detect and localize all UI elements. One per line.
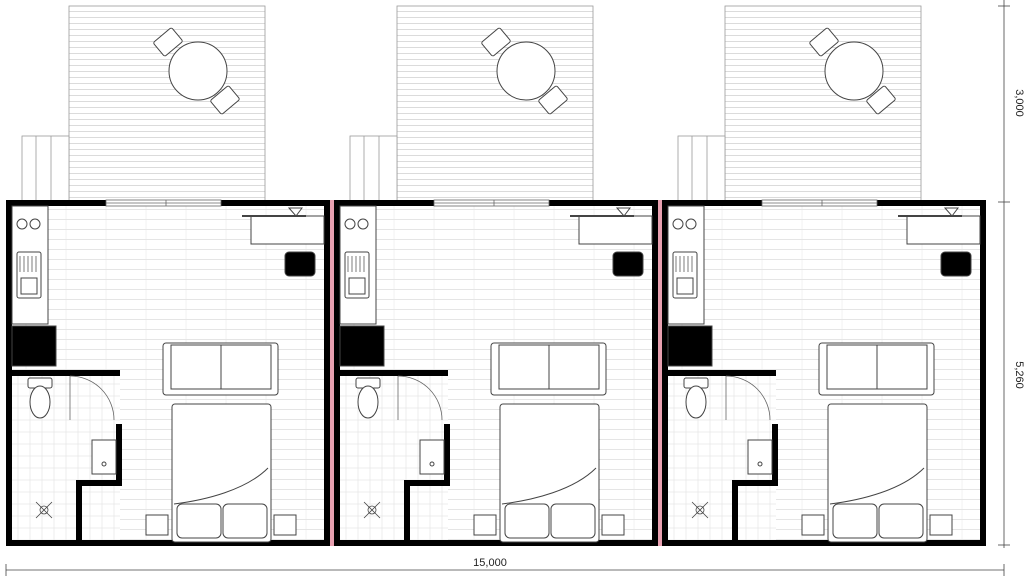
unit-depth-label: 5,260 bbox=[1013, 361, 1024, 389]
party-wall bbox=[658, 200, 662, 546]
chair bbox=[866, 85, 896, 115]
desk bbox=[898, 207, 981, 245]
double-bed bbox=[827, 403, 928, 543]
shower-drain bbox=[691, 501, 709, 519]
dimension-lines bbox=[5, 0, 1010, 576]
desk-chair bbox=[284, 251, 316, 277]
fridge bbox=[339, 325, 385, 367]
overall-width-label: 15,000 bbox=[473, 557, 507, 569]
pillow bbox=[222, 503, 268, 539]
kitchen-bench bbox=[11, 205, 49, 325]
unit-1 bbox=[6, 5, 334, 546]
walls bbox=[6, 200, 330, 546]
chair bbox=[210, 85, 240, 115]
cooktop bbox=[16, 218, 28, 230]
desk-chair bbox=[612, 251, 644, 277]
deck-steps bbox=[677, 135, 726, 203]
bedside-table bbox=[273, 514, 297, 536]
pillow bbox=[176, 503, 222, 539]
fridge bbox=[11, 325, 57, 367]
round-table bbox=[824, 41, 884, 101]
sofa bbox=[818, 342, 935, 396]
bedside-table bbox=[929, 514, 953, 536]
lamp bbox=[615, 207, 631, 217]
cooktop bbox=[672, 218, 684, 230]
duvet-fold bbox=[829, 467, 925, 505]
sofa bbox=[162, 342, 279, 396]
duvet-fold bbox=[501, 467, 597, 505]
pillow bbox=[878, 503, 924, 539]
unit-3 bbox=[662, 5, 986, 546]
kitchen-bench bbox=[667, 205, 705, 325]
lamp bbox=[943, 207, 959, 217]
toilet bbox=[355, 377, 381, 419]
sliding-door bbox=[105, 199, 222, 207]
sofa bbox=[490, 342, 607, 396]
desk bbox=[242, 207, 325, 245]
round-table bbox=[168, 41, 228, 101]
desk-chair bbox=[940, 251, 972, 277]
unit-2 bbox=[334, 5, 662, 546]
walls bbox=[662, 200, 986, 546]
round-table bbox=[496, 41, 556, 101]
toilet bbox=[683, 377, 709, 419]
double-bed bbox=[499, 403, 600, 543]
fridge bbox=[667, 325, 713, 367]
bedside-table bbox=[801, 514, 825, 536]
vanity bbox=[419, 439, 445, 475]
pillow bbox=[550, 503, 596, 539]
bedside-table bbox=[601, 514, 625, 536]
lamp bbox=[287, 207, 303, 217]
vanity bbox=[747, 439, 773, 475]
bathroom-door bbox=[725, 375, 771, 421]
sliding-door bbox=[761, 199, 878, 207]
double-bed bbox=[171, 403, 272, 543]
party-wall bbox=[330, 200, 334, 546]
deck-steps bbox=[21, 135, 70, 203]
vanity bbox=[91, 439, 117, 475]
cooktop bbox=[344, 218, 356, 230]
pillow bbox=[832, 503, 878, 539]
toilet bbox=[27, 377, 53, 419]
chair bbox=[809, 27, 839, 57]
shower-drain bbox=[363, 501, 381, 519]
deck-depth-label: 3,000 bbox=[1013, 89, 1024, 117]
duvet-fold bbox=[173, 467, 269, 505]
walls bbox=[334, 200, 658, 546]
chair bbox=[481, 27, 511, 57]
deck-steps bbox=[349, 135, 398, 203]
chair bbox=[538, 85, 568, 115]
bathroom-door bbox=[69, 375, 115, 421]
shower-drain bbox=[35, 501, 53, 519]
pillow bbox=[504, 503, 550, 539]
bedside-table bbox=[145, 514, 169, 536]
chair bbox=[153, 27, 183, 57]
bedside-table bbox=[473, 514, 497, 536]
kitchen-bench bbox=[339, 205, 377, 325]
bathroom-door bbox=[397, 375, 443, 421]
sliding-door bbox=[433, 199, 550, 207]
desk bbox=[570, 207, 653, 245]
